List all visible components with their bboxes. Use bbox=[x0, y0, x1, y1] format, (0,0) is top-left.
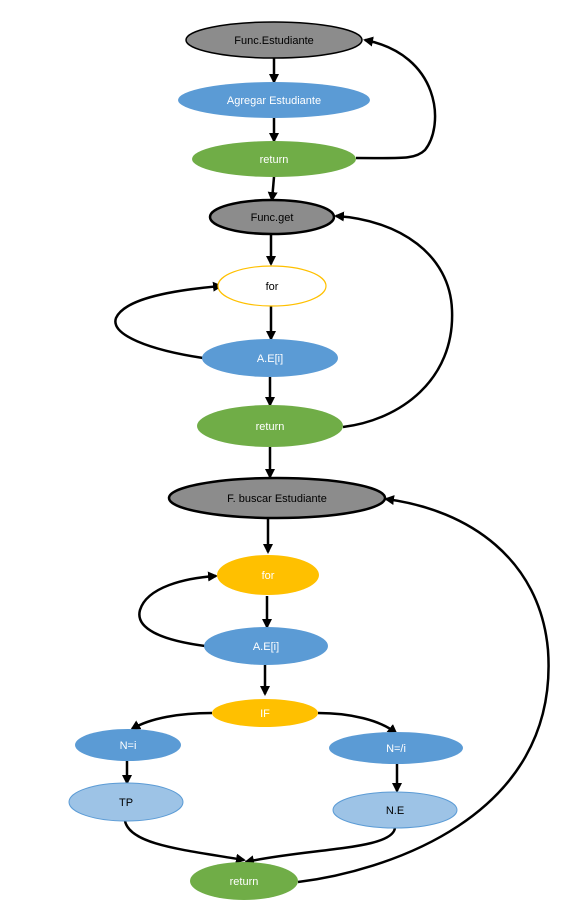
node-return-2: return bbox=[197, 405, 343, 447]
node-agregar-estudiante: Agregar Estudiante bbox=[178, 82, 370, 118]
node-ae-1: A.E[i] bbox=[202, 339, 338, 377]
node-label: for bbox=[266, 281, 279, 293]
node-ae-2: A.E[i] bbox=[204, 627, 328, 665]
node-label: N.E bbox=[386, 805, 404, 817]
node-for-1: for bbox=[217, 265, 327, 307]
edge-if-to-n-eq-i bbox=[130, 711, 213, 731]
node-return-3: return bbox=[190, 862, 298, 900]
node-ne: N.E bbox=[332, 791, 458, 829]
node-label: A.E[i] bbox=[253, 641, 279, 653]
edge-ae-1-loop-to-for-1 bbox=[114, 281, 223, 360]
edges bbox=[114, 36, 550, 884]
edge-ne-to-return-3 bbox=[244, 826, 397, 866]
node-label: TP bbox=[119, 797, 133, 809]
node-label: return bbox=[260, 154, 289, 166]
edge-tp-to-return-3 bbox=[123, 820, 246, 864]
node-n-eq-i: N=i bbox=[75, 729, 181, 761]
node-return-1: return bbox=[192, 141, 356, 177]
node-if: IF bbox=[212, 699, 318, 727]
node-label: F. buscar Estudiante bbox=[227, 493, 327, 505]
node-label: Func.Estudiante bbox=[234, 35, 314, 47]
edge-if-to-n-neq-i bbox=[317, 711, 398, 735]
edge-ae-2-loop-to-for-2 bbox=[138, 571, 218, 648]
node-buscar-estudiante: F. buscar Estudiante bbox=[167, 476, 387, 520]
node-label: A.E[i] bbox=[257, 353, 283, 365]
node-label: for bbox=[262, 570, 275, 582]
node-label: N=i bbox=[120, 740, 137, 752]
node-for-2: for bbox=[217, 555, 319, 595]
node-label: N=/i bbox=[386, 743, 406, 755]
edge-return-2-loop-to-func-get bbox=[334, 211, 454, 429]
node-func-estudiante: Func.Estudiante bbox=[185, 21, 363, 59]
node-label: Agregar Estudiante bbox=[227, 95, 321, 107]
node-label: return bbox=[230, 876, 259, 888]
edge-return-3-loop-to-buscar bbox=[297, 495, 550, 884]
node-label: Func.get bbox=[251, 212, 294, 224]
edge-return-1-loop-to-func-estudiante bbox=[355, 36, 437, 160]
node-tp: TP bbox=[68, 782, 184, 822]
node-label: IF bbox=[260, 708, 270, 720]
edge-return-1-to-func-get bbox=[267, 176, 278, 202]
node-label: return bbox=[256, 421, 285, 433]
node-n-neq-i: N=/i bbox=[329, 732, 463, 764]
node-func-get: Func.get bbox=[208, 198, 336, 236]
